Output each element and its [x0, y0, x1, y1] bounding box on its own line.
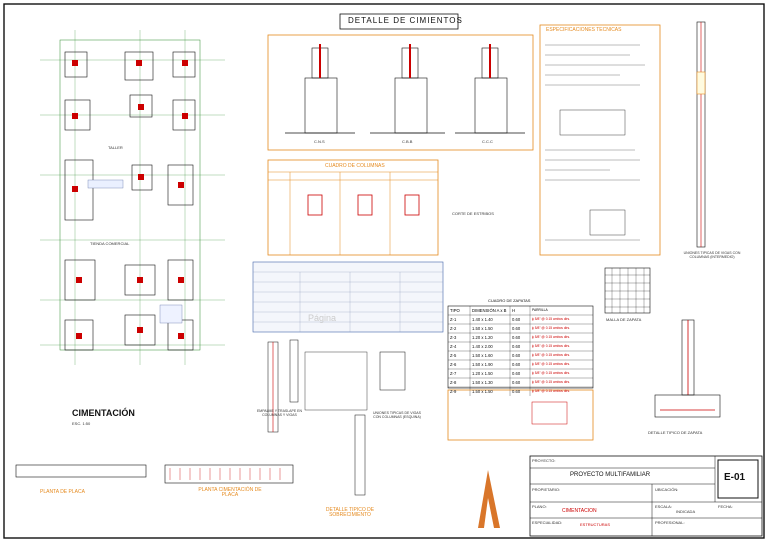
- zapata-cell: 0.60: [512, 361, 521, 367]
- zapata-cell: 0.60: [512, 316, 521, 322]
- zapata-cell: Z-1: [450, 316, 457, 322]
- zapata-cell: ϕ 5/8" @ 0.15 ambos dirs.: [532, 352, 571, 357]
- sobrecimiento-label: DETALLE TIPICO DE SOBRECIMIENTO: [325, 507, 375, 518]
- columns-panel: [267, 159, 439, 256]
- zapata-cell: ϕ 5/8" @ 0.15 ambos dirs.: [532, 379, 571, 384]
- zapata-cell: 0.60: [512, 370, 521, 376]
- zapata-cell: 1.50 x 1.50: [472, 388, 493, 394]
- room-label-taller: TALLER: [108, 145, 123, 150]
- zapata-header-cell: PARRILLA: [532, 307, 548, 312]
- zapata-cell: Z-4: [450, 343, 457, 349]
- zapata-cell: 1.20 x 1.20: [472, 334, 493, 340]
- zapatas-table: [447, 305, 594, 396]
- foundation-sections: [267, 13, 534, 151]
- tb-profesional-label: PROFESIONAL:: [655, 520, 685, 525]
- zapata-header-cell: DIMENSIÓN A x B: [472, 307, 507, 313]
- main-title: DETALLE DE CIMIENTOS: [348, 16, 463, 25]
- empalme-label: EMPALME Y TRASLAPE EN COLUMNAS Y VIGAS: [256, 409, 303, 417]
- zapata-cell: 1.20 x 1.50: [472, 370, 493, 376]
- zapata-cell: ϕ 5/8" @ 0.15 ambos dirs.: [532, 325, 571, 330]
- loads-table: [252, 261, 444, 333]
- zapata-cell: Z-8: [450, 379, 457, 385]
- lower-details: [267, 339, 594, 496]
- footing-detail: [654, 319, 721, 418]
- room-label-tienda: TIENDA COMERCIAL: [90, 241, 130, 246]
- section-label-b: C.B.B: [402, 139, 413, 144]
- tb-escala: INDICADA: [676, 509, 696, 514]
- watermark: Página: [308, 313, 337, 323]
- specs-panel: [539, 24, 661, 256]
- footing-detail-label: DETALLE TIPICO DE ZAPATA: [648, 430, 703, 435]
- tb-proyecto: PROYECTO MULTIFAMILIAR: [570, 472, 651, 478]
- tb-fecha-label: FECHA:: [718, 504, 733, 509]
- zapata-cell: ϕ 5/8" @ 0.15 ambos dirs.: [532, 316, 571, 321]
- corte-label: CORTE DE ESTRIBOS: [452, 211, 494, 216]
- title-block: [478, 455, 763, 537]
- zapata-cell: 1.50 x 1.60: [472, 352, 493, 358]
- malla-detail: [604, 267, 651, 314]
- zapata-cell: ϕ 5/8" @ 0.15 ambos dirs.: [532, 370, 571, 375]
- tb-ubicacion-label: UBICACIÓN:: [655, 487, 679, 492]
- zapata-cell: 0.60: [512, 325, 521, 331]
- zapata-cell: Z-3: [450, 334, 457, 340]
- zapata-cell: ϕ 5/8" @ 0.15 ambos dirs.: [532, 334, 571, 339]
- uniones-esquina-label: UNIONES TIPICAS DE VIGAS CON COLUMNAS (E…: [373, 411, 421, 419]
- tb-propietario-label: PROPIETARIO:: [532, 487, 561, 492]
- zapata-cell: Z-2: [450, 325, 457, 331]
- planta-placa-label: PLANTA DE PLACA: [40, 489, 85, 495]
- zapata-cell: ϕ 5/8" @ 0.15 ambos dirs.: [532, 388, 571, 393]
- zapata-cell: 0.60: [512, 352, 521, 358]
- tb-plano: CIMENTACION: [562, 508, 597, 514]
- tb-proyecto-label: PROYECTO:: [532, 458, 556, 463]
- planta-cimentacion-label: PLANTA CIMENTACIÓN DE PLACA: [198, 487, 262, 498]
- plan-title: CIMENTACIÓN: [72, 408, 135, 418]
- malla-label: MALLA DE ZAPATA: [606, 317, 642, 322]
- tb-especialidad: ESTRUCTURAS: [580, 522, 611, 527]
- zapata-cell: 1.50 x 1.50: [472, 325, 493, 331]
- zapata-cell: ϕ 5/8" @ 0.15 ambos dirs.: [532, 361, 571, 366]
- sheet-code: E-01: [724, 472, 746, 483]
- zapata-cell: ϕ 5/8" @ 0.15 ambos dirs.: [532, 343, 571, 348]
- tb-escala-label: ESCALA:: [655, 504, 672, 509]
- zapata-cell: 1.40 x 1.40: [472, 316, 493, 322]
- columns-title: CUADRO DE COLUMNAS: [325, 163, 385, 169]
- tb-especialidad-label: ESPECIALIDAD:: [532, 520, 563, 525]
- zapata-cell: Z-6: [450, 361, 457, 367]
- zapata-cell: 0.60: [512, 334, 521, 340]
- tb-plano-label: PLANO:: [532, 504, 547, 509]
- beam-column-detail: [696, 21, 706, 248]
- zapata-cell: Z-7: [450, 370, 457, 376]
- zapata-cell: 1.50 x 1.30: [472, 379, 493, 385]
- zapata-cell: Z-9: [450, 388, 457, 394]
- section-label-a: C.N.S: [314, 139, 325, 144]
- zapata-cell: 1.50 x 1.90: [472, 361, 493, 367]
- zapata-cell: 0.60: [512, 343, 521, 349]
- bottom-plans: [15, 464, 294, 484]
- specs-title: ESPECIFICACIONES TECNICAS: [546, 27, 622, 33]
- zapata-cell: 1.40 x 2.00: [472, 343, 493, 349]
- foundation-plan: [40, 30, 225, 365]
- zapatas-title: CUADRO DE ZAPATAS: [488, 298, 531, 303]
- plan-scale: ESC. 1:50: [72, 421, 91, 426]
- zapata-header-cell: H: [512, 307, 516, 313]
- zapata-cell: Z-5: [450, 352, 457, 358]
- uniones-vigas-label: UNIONES TIPICAS DE VIGAS CON COLUMNAS (I…: [683, 251, 741, 259]
- zapata-header-cell: TIPO: [450, 307, 460, 313]
- zapata-cell: 0.60: [512, 379, 521, 385]
- zapata-cell: 0.60: [512, 388, 521, 394]
- section-label-c: C.C.C: [482, 139, 493, 144]
